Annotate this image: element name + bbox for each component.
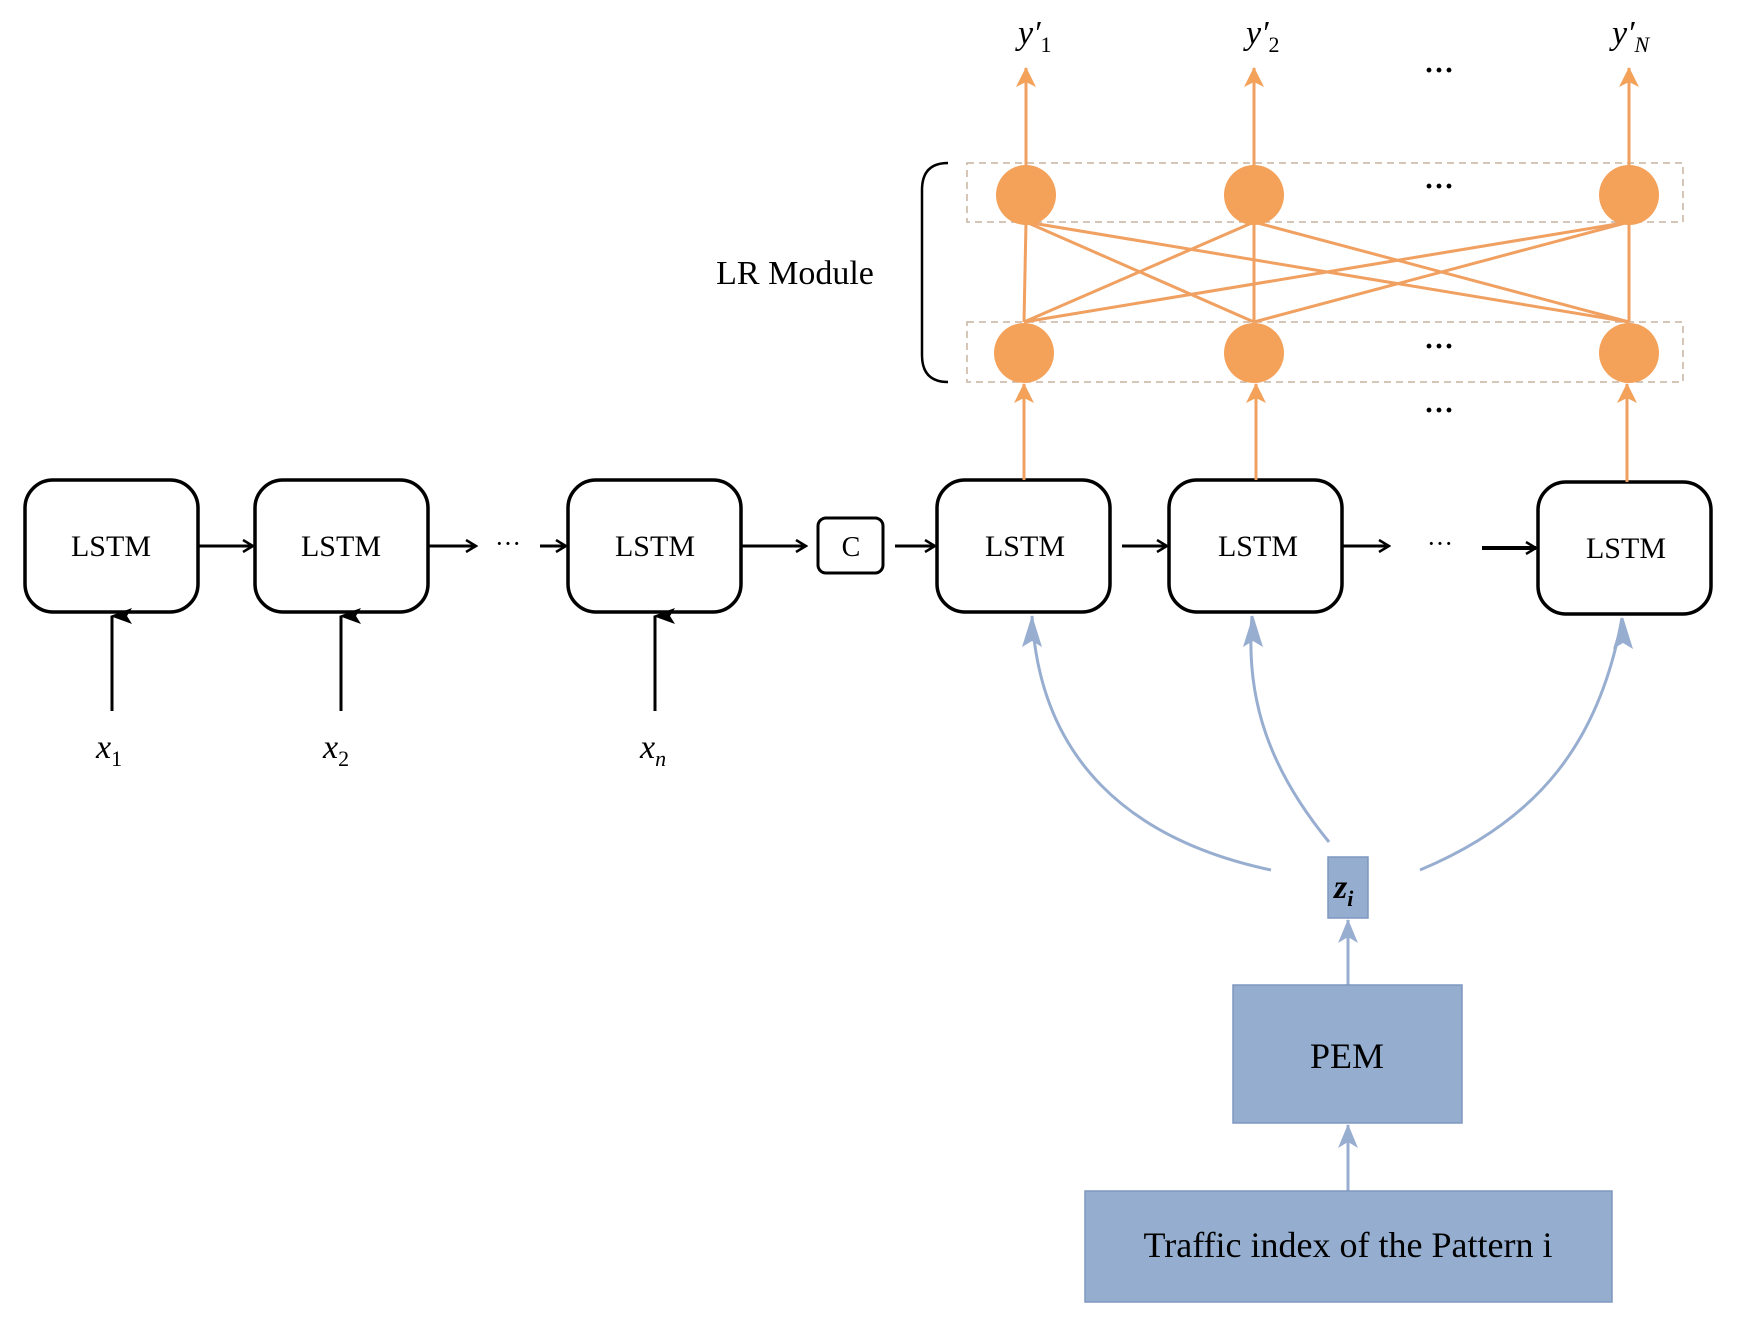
ellipsis: ··· — [1424, 394, 1454, 427]
lstm-label: LSTM — [615, 530, 695, 563]
encoder-lstm-cell: LSTM — [566, 478, 743, 614]
lstm-label: LSTM — [985, 530, 1065, 563]
encoder-ellipsis: ··· — [495, 529, 521, 558]
traffic-index-label: Traffic index of the Pattern i — [1144, 1225, 1553, 1265]
output-label-y2: y′2 — [1243, 15, 1280, 57]
output-label-yN: y′N — [1609, 15, 1651, 57]
lr-module: LR Module ··· ··· ··· ··· — [716, 15, 1684, 482]
arrowhead — [1022, 615, 1042, 647]
encoder-lstm-cell: LSTM — [23, 478, 200, 614]
encoder: LSTM LSTM LSTM ··· x1 x2 xn — [23, 478, 806, 771]
z-vector — [1327, 856, 1369, 919]
input-layer-box — [966, 321, 1684, 383]
output-layer-box — [966, 162, 1684, 223]
lr-module-brace — [920, 161, 949, 384]
lstm-label: LSTM — [71, 530, 151, 563]
encoder-lstm-cell: LSTM — [253, 478, 430, 614]
lstm-label: LSTM — [1218, 530, 1298, 563]
context-label: C — [842, 532, 861, 563]
z-label: zi — [1333, 869, 1354, 911]
ellipsis: ··· — [1424, 54, 1454, 87]
input-label-x2: x2 — [322, 729, 349, 771]
z-to-decoder-curve — [1030, 615, 1272, 872]
pem-box — [1232, 984, 1463, 1124]
lstm-label: LSTM — [301, 530, 381, 563]
ellipsis: ··· — [1424, 170, 1454, 203]
input-node — [1599, 323, 1659, 383]
lstm-label: LSTM — [1586, 532, 1666, 565]
output-label-y1: y′1 — [1015, 15, 1052, 57]
input-label-x1: x1 — [95, 729, 122, 771]
pattern-embedding: zi PEM Traffic index of the Pattern i — [1022, 615, 1633, 1303]
arrowhead — [1243, 615, 1263, 647]
decoder-lstm-cell: LSTM — [935, 478, 1112, 614]
input-node — [994, 323, 1054, 383]
decoder-lstm-cell: LSTM — [1536, 480, 1713, 616]
arrowhead — [1613, 617, 1633, 649]
decoder: LSTM LSTM LSTM ··· — [935, 478, 1713, 616]
fully-connected-links — [1022, 220, 1631, 324]
z-to-decoder-curve — [1249, 615, 1331, 843]
ellipsis: ··· — [1424, 330, 1454, 363]
decoder-ellipsis: ··· — [1427, 529, 1453, 558]
lr-module-label: LR Module — [716, 255, 874, 292]
z-to-decoder-curve — [1419, 617, 1624, 872]
output-node — [996, 165, 1056, 225]
output-node — [1224, 165, 1284, 225]
pem-label: PEM — [1310, 1036, 1384, 1076]
output-node — [1599, 165, 1659, 225]
context-vector: C — [816, 516, 885, 575]
decoder-lstm-cell: LSTM — [1167, 478, 1344, 614]
input-node — [1224, 323, 1284, 383]
traffic-index-box — [1084, 1190, 1613, 1303]
input-label-xn: xn — [639, 729, 666, 771]
